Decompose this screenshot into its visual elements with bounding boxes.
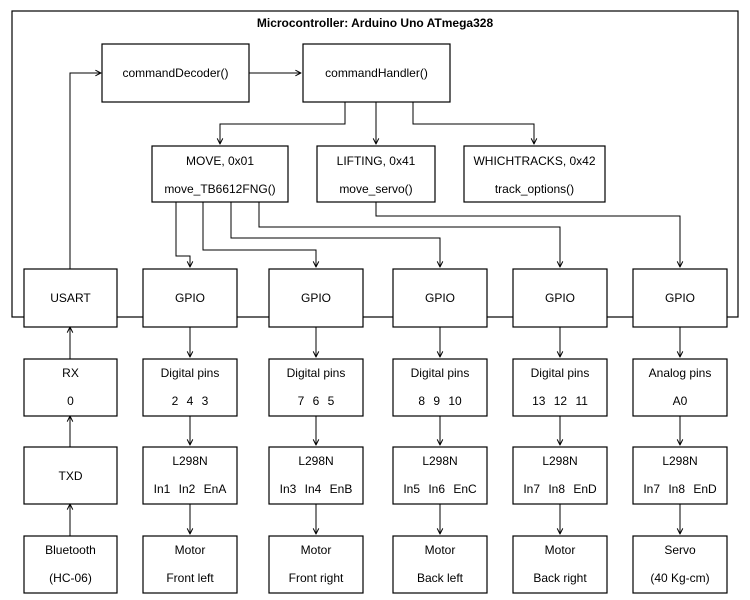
driver-label: L298N	[422, 454, 457, 468]
pins-numbers: 7 6 5	[298, 394, 335, 408]
gpio-box	[512, 268, 608, 328]
pins-numbers: 2 4 3	[172, 394, 209, 408]
pins-title: Analog pins	[649, 366, 712, 380]
bluetooth-box: Bluetooth (HC-06)	[23, 535, 118, 594]
device-box	[392, 535, 488, 594]
gpio-box	[392, 268, 488, 328]
driver-box	[632, 446, 728, 505]
driver-box	[268, 446, 364, 505]
pins-numbers: 13 12 11	[532, 394, 588, 408]
gpio-box	[142, 268, 238, 328]
microcontroller-frame	[11, 10, 739, 318]
command-decoder-box: commandDecoder()	[101, 43, 250, 103]
wire-move-gpio-4	[258, 202, 560, 267]
wire-usart-decoder	[69, 73, 101, 269]
command-move-box: MOVE, 0x01 move_TB6612FNG()	[151, 145, 289, 203]
txd-label: TXD	[59, 469, 83, 483]
rx-box: RX 0	[23, 358, 118, 417]
bluetooth-label: Bluetooth	[45, 543, 96, 557]
command-name: WHICHTRACKS, 0x42	[473, 154, 595, 168]
driver-box	[142, 446, 238, 505]
column-servo: GPIO Analog pins A0 L298N In7 In8 EnD Se…	[632, 268, 728, 594]
gpio-label: GPIO	[545, 291, 575, 305]
bluetooth-model: (HC-06)	[49, 571, 92, 585]
diagram-title: Microcontroller: Arduino Uno ATmega328	[257, 16, 494, 30]
usart-box: USART	[23, 268, 118, 328]
command-function: move_TB6612FNG()	[164, 182, 275, 196]
driver-inputs: In7 In8 EnD	[523, 482, 597, 496]
rx-value: 0	[67, 394, 74, 408]
pins-numbers: A0	[673, 394, 688, 408]
device-label: Servo	[664, 543, 696, 557]
pins-title: Digital pins	[411, 366, 470, 380]
command-handler-box: commandHandler()	[302, 43, 451, 103]
command-handler-label: commandHandler()	[325, 66, 428, 80]
driver-label: L298N	[172, 454, 207, 468]
device-position: Back left	[417, 571, 464, 585]
driver-inputs: In3 In4 EnB	[280, 482, 353, 496]
driver-box	[392, 446, 488, 505]
gpio-label: GPIO	[301, 291, 331, 305]
column-back-right: GPIO Digital pins 13 12 11 L298N In7 In8…	[512, 268, 608, 594]
wire-move-gpio-2	[202, 202, 316, 267]
pins-box	[632, 358, 728, 417]
pins-numbers: 8 9 10	[418, 394, 462, 408]
wire-handler-whichtracks	[412, 102, 534, 144]
pins-title: Digital pins	[287, 366, 346, 380]
driver-label: L298N	[298, 454, 333, 468]
command-whichtracks-box: WHICHTRACKS, 0x42 track_options()	[463, 145, 606, 203]
rx-label: RX	[62, 366, 79, 380]
column-back-left: GPIO Digital pins 8 9 10 L298N In5 In6 E…	[392, 268, 488, 594]
command-function: track_options()	[495, 182, 574, 196]
driver-label: L298N	[542, 454, 577, 468]
device-label: Motor	[545, 543, 576, 557]
wire-move-gpio-3	[230, 202, 440, 267]
pins-box	[142, 358, 238, 417]
device-box	[512, 535, 608, 594]
gpio-box	[632, 268, 728, 328]
device-position: (40 Kg-cm)	[650, 571, 709, 585]
driver-inputs: In5 In6 EnC	[403, 482, 477, 496]
device-position: Front right	[289, 571, 344, 585]
device-label: Motor	[301, 543, 332, 557]
device-position: Back right	[533, 571, 587, 585]
device-box	[268, 535, 364, 594]
column-front-right: GPIO Digital pins 7 6 5 L298N In3 In4 En…	[268, 268, 364, 594]
driver-label: L298N	[662, 454, 697, 468]
column-front-left: GPIO Digital pins 2 4 3 L298N In1 In2 En…	[142, 268, 238, 594]
txd-box: TXD	[23, 446, 118, 505]
command-decoder-label: commandDecoder()	[122, 66, 228, 80]
pins-title: Digital pins	[161, 366, 220, 380]
pins-box	[392, 358, 488, 417]
wire-handler-move	[220, 102, 346, 144]
device-label: Motor	[175, 543, 206, 557]
gpio-label: GPIO	[665, 291, 695, 305]
driver-box	[512, 446, 608, 505]
gpio-label: GPIO	[425, 291, 455, 305]
command-function: move_servo()	[339, 182, 412, 196]
pins-box	[268, 358, 364, 417]
command-name: LIFTING, 0x41	[337, 154, 416, 168]
device-position: Front left	[166, 571, 214, 585]
device-box	[142, 535, 238, 594]
command-lifting-box: LIFTING, 0x41 move_servo()	[316, 145, 436, 203]
driver-inputs: In1 In2 EnA	[154, 482, 227, 496]
device-label: Motor	[425, 543, 456, 557]
driver-inputs: In7 In8 EnD	[643, 482, 717, 496]
connections	[70, 73, 680, 536]
wire-move-gpio-1	[175, 202, 190, 267]
usart-label: USART	[50, 291, 91, 305]
pins-title: Digital pins	[531, 366, 590, 380]
gpio-box	[268, 268, 364, 328]
command-name: MOVE, 0x01	[186, 154, 254, 168]
gpio-label: GPIO	[175, 291, 205, 305]
pins-box	[512, 358, 608, 417]
device-box	[632, 535, 728, 594]
wire-lifting-gpio-5	[375, 202, 680, 267]
